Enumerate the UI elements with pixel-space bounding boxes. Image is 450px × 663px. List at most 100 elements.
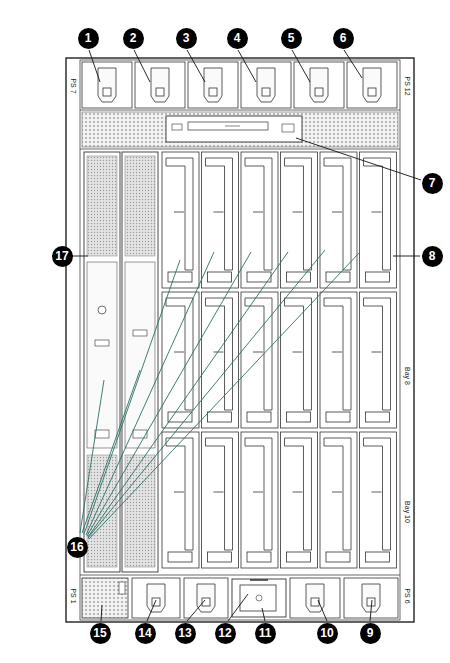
drawing-stroke [166,158,193,270]
drawing-stroke [188,62,238,108]
drawing-stroke [247,272,271,282]
drawing-stroke [245,158,272,270]
callout-number: 2 [123,28,144,49]
drawing-stroke [364,298,391,410]
drawing-stroke [253,492,263,493]
drawing-stroke [332,352,342,353]
callout-number: 7 [422,173,443,194]
drawing-stroke [197,584,215,612]
drawing-stroke [174,352,184,353]
bay-label: PS 6 [403,588,411,603]
callout-number: 9 [360,623,381,644]
drawing-stroke [241,432,278,568]
drawing-stroke [98,68,116,102]
callout-number: 12 [215,623,236,644]
drawing-stroke [372,212,382,213]
drawing-stroke [206,298,233,410]
drawing-stroke [174,212,184,213]
drawing-stroke [241,152,278,288]
drawing-stroke [156,88,164,96]
drawing-stroke [368,88,376,96]
drawing-stroke [364,158,391,270]
callout-number: 5 [281,28,302,49]
callout-number: 15 [90,623,111,644]
drawing-stroke [332,492,342,493]
drawing-stroke [285,158,312,270]
drawing-stroke [366,412,390,422]
callout-number: 16 [67,537,88,558]
drawing-stroke [364,438,391,550]
drawing-stroke [214,212,224,213]
drawing-stroke [208,272,232,282]
drawing-stroke [82,62,132,108]
callout-number: 14 [135,623,156,644]
drawing-stroke [204,68,222,102]
drawing-stroke [247,552,271,562]
callout-number: 1 [78,28,99,49]
drawing-stroke [326,412,350,422]
drawing-stroke [363,68,381,102]
drawing-stroke [262,88,270,96]
drawing-stroke [290,578,340,618]
drawing-stroke [168,412,192,422]
bay-label: PS 12 [403,76,411,95]
drawing-stroke [209,88,217,96]
drawing-stroke [206,158,233,270]
drawing-stroke [287,412,311,422]
drawing-stroke [162,432,199,568]
drawing-stroke [245,298,272,410]
drawing-stroke [152,598,160,606]
bay-label: Bay 8 [403,367,411,385]
callout-number: 4 [227,28,248,49]
drawing-stroke [281,292,318,428]
callout-number: 10 [317,623,338,644]
drawing-stroke [372,352,382,353]
drawing-stroke [245,438,272,550]
drawing-stroke [324,298,351,410]
bay-label: PS 1 [69,588,77,603]
drawing-stroke [168,552,192,562]
callout-number: 8 [422,246,443,267]
drawing-stroke [324,158,351,270]
drawing-stroke [103,88,111,96]
drawing-stroke [285,298,312,410]
drawing-stroke [293,492,303,493]
callout-number: 13 [175,623,196,644]
drawing-stroke [206,438,233,550]
drawing-stroke [315,88,323,96]
drawing-stroke [360,432,397,568]
drawing-stroke [241,292,278,428]
drawing-stroke [184,578,228,618]
callout-number: 3 [176,28,197,49]
drawing-stroke [366,552,390,562]
drawing-stroke [281,152,318,288]
drawing-stroke [287,552,311,562]
drawing-stroke [166,438,193,550]
drawing-stroke [168,272,192,282]
drawing-stroke [281,432,318,568]
drawing-stroke [202,292,239,428]
drawing-stroke [366,272,390,282]
drawing-stroke [320,152,357,288]
drawing-stroke [162,152,199,288]
callout-number: 17 [52,246,73,267]
drawing-stroke [320,432,357,568]
drawing-stroke [293,352,303,353]
drawing-stroke [367,598,375,606]
drawing-stroke [320,292,357,428]
bay-label: Bay 10 [403,501,411,523]
drawing-stroke [310,68,328,102]
drawing-stroke [147,584,165,612]
drawing-stroke [135,62,185,108]
drawing-stroke [208,412,232,422]
drawing-stroke [253,212,263,213]
drawing-stroke [311,598,319,606]
drawing-stroke [326,272,350,282]
drawing-stroke [360,292,397,428]
drawing-stroke [360,152,397,288]
callout-number: 6 [333,28,354,49]
drawing-stroke [214,492,224,493]
drawing-stroke [285,438,312,550]
drawing-stroke [253,352,263,353]
